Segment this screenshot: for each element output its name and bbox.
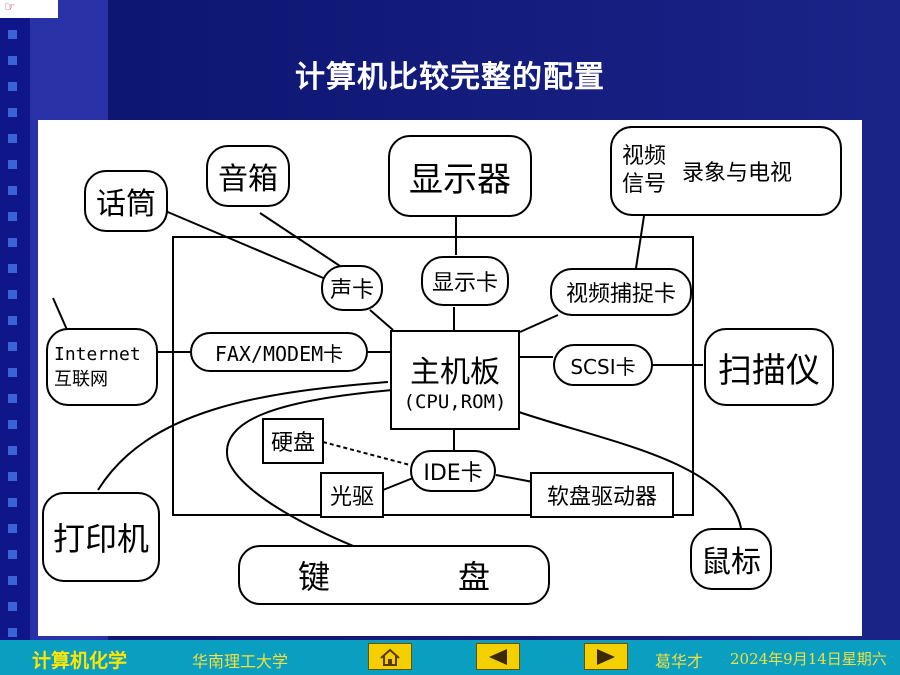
decor-square xyxy=(8,134,17,143)
decor-square xyxy=(8,446,17,455)
triangle-left-icon xyxy=(489,648,507,665)
home-icon xyxy=(380,648,400,666)
printer-node: 打印机 xyxy=(42,492,160,582)
decor-square xyxy=(8,602,17,611)
internet-node: Internet 互联网 xyxy=(46,328,158,406)
computer-configuration-diagram: 音箱 话筒 显示器 视频 信号 录象与电视 声卡 显示卡 视频捕捉卡 Inter… xyxy=(38,120,862,636)
keyboard-label-1: 键 xyxy=(298,558,331,596)
line-board-printer xyxy=(97,381,389,491)
line-speaker-soundcard xyxy=(259,212,344,269)
decor-square xyxy=(8,30,17,39)
decor-square xyxy=(8,498,17,507)
decor-square xyxy=(8,108,17,117)
footer-author: 葛华才 xyxy=(655,652,704,671)
cpu-rom-label: (CPU,ROM) xyxy=(403,391,507,413)
footer-date: 2024年9月14日星期六 xyxy=(730,650,887,668)
hard-disk-node: 硬盘 xyxy=(262,418,324,464)
chassis-frame xyxy=(172,236,694,516)
fax-modem-card-node: FAX/MODEM卡 xyxy=(190,332,368,372)
line-cd-ide xyxy=(382,477,414,491)
decor-square xyxy=(8,550,17,559)
previous-button[interactable] xyxy=(476,643,520,670)
video-signal-label-2: 信号 xyxy=(622,172,667,197)
line-mic-soundcard xyxy=(162,209,329,281)
triangle-right-icon xyxy=(597,648,615,665)
footer-university: 华南理工大学 xyxy=(192,652,289,671)
decor-square xyxy=(8,524,17,533)
decor-square xyxy=(8,186,17,195)
decor-square xyxy=(8,56,17,65)
decor-square xyxy=(8,82,17,91)
sound-card-node: 声卡 xyxy=(321,265,383,311)
internet-label-2: 互联网 xyxy=(54,368,108,390)
footer-bar: 计算机化学 华南理工大学 葛华才 2024年9月14日星期六 xyxy=(0,640,900,675)
scanner-node: 扫描仪 xyxy=(704,328,834,406)
decor-square xyxy=(8,316,17,325)
line-board-keyboard xyxy=(225,389,394,551)
line-capture-board xyxy=(519,314,559,333)
scsi-card-node: SCSI卡 xyxy=(553,344,653,386)
decor-square xyxy=(8,264,17,273)
pointing-hand-icon[interactable]: ☞ xyxy=(0,0,58,18)
decor-square xyxy=(8,238,17,247)
video-signal-label-1: 视频 xyxy=(622,144,667,169)
decor-square xyxy=(8,368,17,377)
decor-square xyxy=(8,420,17,429)
line-hdd-ide xyxy=(322,441,411,466)
connection-lines xyxy=(52,209,742,551)
line-board-mouse xyxy=(512,409,742,529)
video-capture-card-node: 视频捕捉卡 xyxy=(550,268,692,316)
keyboard-node: 键 盘 xyxy=(238,545,550,605)
next-button[interactable] xyxy=(584,643,628,670)
internet-label-1: Internet xyxy=(54,343,141,365)
motherboard-node: 主机板 (CPU,ROM) xyxy=(390,330,520,430)
decor-square xyxy=(8,628,17,637)
video-source-node: 视频 信号 录象与电视 xyxy=(610,126,842,216)
video-source-label: 录象与电视 xyxy=(682,161,793,186)
speaker-node: 音箱 xyxy=(206,145,290,207)
decor-square xyxy=(8,290,17,299)
microphone-node: 话筒 xyxy=(84,170,168,232)
monitor-node: 显示器 xyxy=(388,135,532,217)
cd-drive-node: 光驱 xyxy=(320,472,384,518)
left-decor-strip xyxy=(0,0,30,640)
decor-square xyxy=(8,472,17,481)
footer-course: 计算机化学 xyxy=(32,650,128,672)
line-internet-in xyxy=(52,297,69,333)
decor-square xyxy=(8,576,17,585)
mouse-node: 鼠标 xyxy=(690,528,772,590)
slide-title: 计算机比较完整的配置 xyxy=(295,60,605,95)
home-button[interactable] xyxy=(368,643,412,670)
motherboard-label: 主机板 xyxy=(410,355,500,390)
decor-square xyxy=(8,394,17,403)
line-video-capture xyxy=(635,215,645,269)
line-soundcard-board xyxy=(369,309,394,331)
decor-square xyxy=(8,160,17,169)
line-ide-floppy xyxy=(495,474,534,483)
keyboard-label-2: 盘 xyxy=(457,558,490,596)
ide-card-node: IDE卡 xyxy=(410,450,496,492)
display-card-node: 显示卡 xyxy=(421,256,509,306)
decor-square xyxy=(8,342,17,351)
floppy-drive-node: 软盘驱动器 xyxy=(530,472,674,518)
decor-square xyxy=(8,212,17,221)
